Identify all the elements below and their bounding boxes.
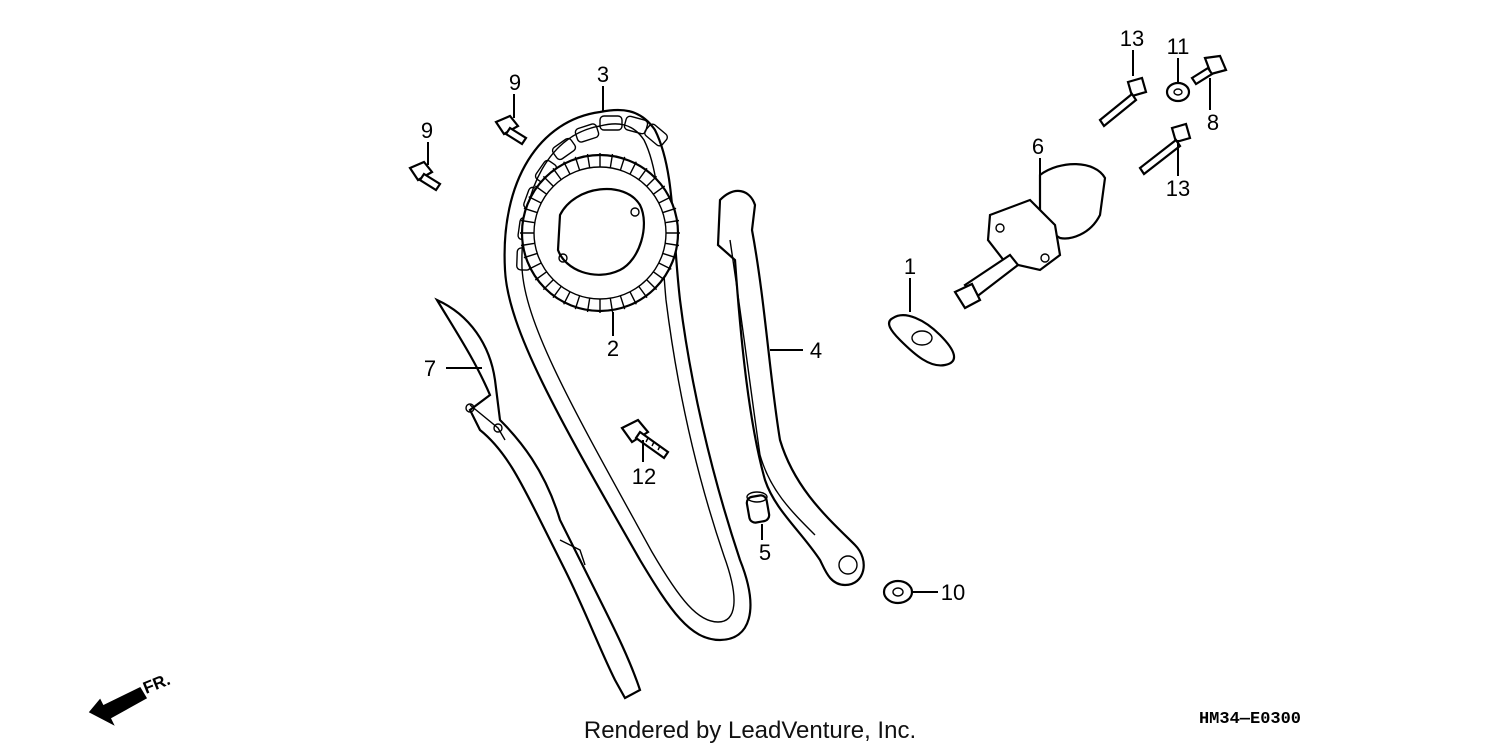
tensioner-gasket <box>887 314 956 367</box>
callout-9-left[interactable]: 9 <box>421 118 433 143</box>
front-direction-label: FR. <box>140 670 173 698</box>
dowel-pin <box>745 491 771 524</box>
cam-chain-guide <box>716 189 865 587</box>
bolt-8 <box>1190 54 1228 86</box>
callout-numbers: 1 2 3 4 5 6 7 8 9 9 10 11 12 13 13 <box>421 26 1219 605</box>
callout-10[interactable]: 10 <box>941 580 965 605</box>
bolt-9-upper <box>494 114 528 146</box>
callout-6[interactable]: 6 <box>1032 134 1044 159</box>
sprocket-teeth <box>520 153 680 313</box>
callout-7[interactable]: 7 <box>424 356 436 381</box>
tensioner-lifter <box>953 163 1107 310</box>
render-credit: Rendered by LeadVenture, Inc. <box>584 717 916 744</box>
cam-sprocket <box>520 153 680 313</box>
callout-8[interactable]: 8 <box>1207 110 1219 135</box>
bolt-13-upper <box>1098 76 1148 128</box>
callout-2[interactable]: 2 <box>607 336 619 361</box>
cam-chain-tensioner-slipper <box>434 297 642 700</box>
diagram-code: HM34—E0300 <box>1199 710 1301 729</box>
callout-5[interactable]: 5 <box>759 540 771 565</box>
callout-12[interactable]: 12 <box>632 464 656 489</box>
callout-3[interactable]: 3 <box>597 62 609 87</box>
sealing-washer-11 <box>1165 81 1191 103</box>
washer-10 <box>882 579 914 605</box>
bolt-9-left <box>408 160 442 192</box>
callout-13-upper[interactable]: 13 <box>1120 26 1144 51</box>
front-direction-marker: FR. <box>88 670 173 726</box>
callout-4[interactable]: 4 <box>810 338 822 363</box>
callout-9-upper[interactable]: 9 <box>509 70 521 95</box>
bolt-13-lower <box>1138 122 1192 176</box>
front-direction-arrow-icon <box>88 687 148 726</box>
callout-1[interactable]: 1 <box>904 254 916 279</box>
callout-11[interactable]: 11 <box>1167 34 1190 59</box>
bolt-12 <box>620 418 670 460</box>
leader-lines <box>427 50 1211 593</box>
callout-13-lower[interactable]: 13 <box>1166 176 1190 201</box>
